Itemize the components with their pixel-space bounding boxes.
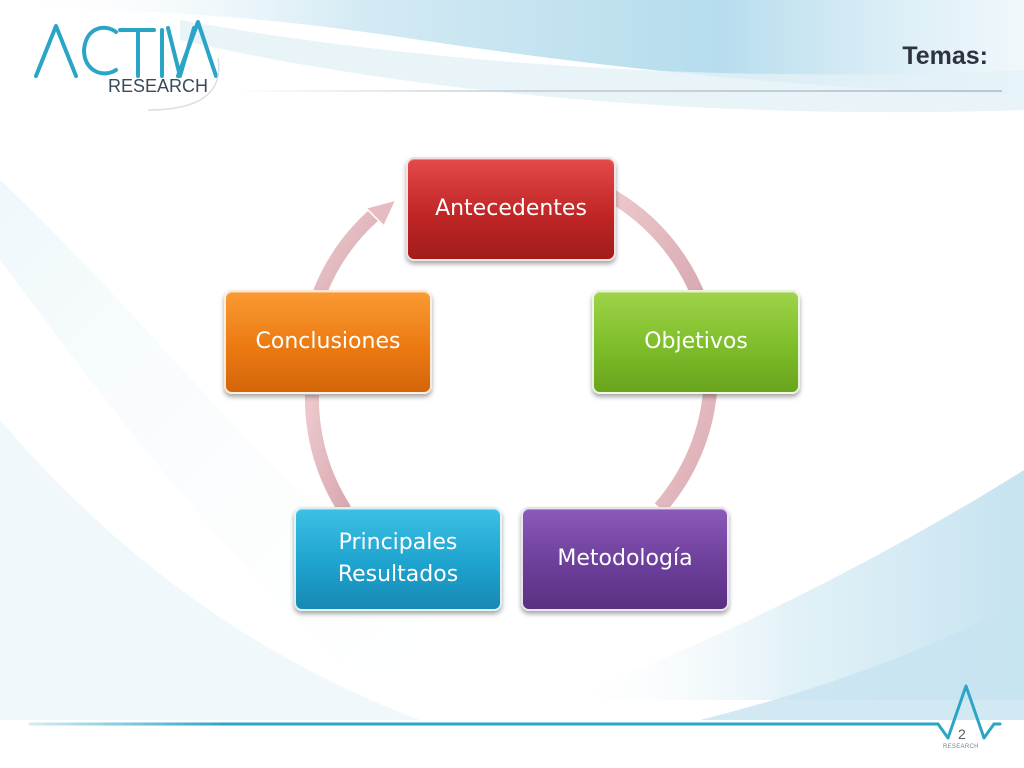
activa-logo bbox=[34, 20, 220, 111]
node-metodologia: Metodología bbox=[521, 507, 729, 611]
page-title: Temas: bbox=[902, 42, 988, 70]
logo-subtext: RESEARCH bbox=[108, 76, 209, 96]
node-principales-label-line1: Principales bbox=[338, 530, 458, 555]
node-conclusiones-label: Conclusiones bbox=[255, 329, 401, 354]
node-objetivos-label: Objetivos bbox=[644, 329, 748, 354]
node-antecedentes: Antecedentes bbox=[406, 157, 616, 261]
node-antecedentes-label: Antecedentes bbox=[435, 196, 587, 221]
page-number: 2 bbox=[958, 726, 966, 742]
ring-segment-5 bbox=[313, 209, 379, 295]
cycle-arrowhead bbox=[364, 198, 398, 228]
node-objetivos: Objetivos bbox=[592, 290, 800, 394]
ring-segment-2 bbox=[654, 391, 717, 513]
node-principales-resultados: Principales Resultados bbox=[294, 507, 502, 611]
node-metodologia-label: Metodología bbox=[557, 546, 693, 571]
title-divider bbox=[230, 90, 1002, 92]
ring-segment-1 bbox=[608, 189, 707, 303]
node-principales-label-line2: Resultados bbox=[337, 562, 459, 587]
footer-logo-subtext: RESEARCH bbox=[943, 744, 979, 750]
node-conclusiones: Conclusiones bbox=[224, 290, 432, 394]
ring-segment-4 bbox=[304, 394, 351, 514]
